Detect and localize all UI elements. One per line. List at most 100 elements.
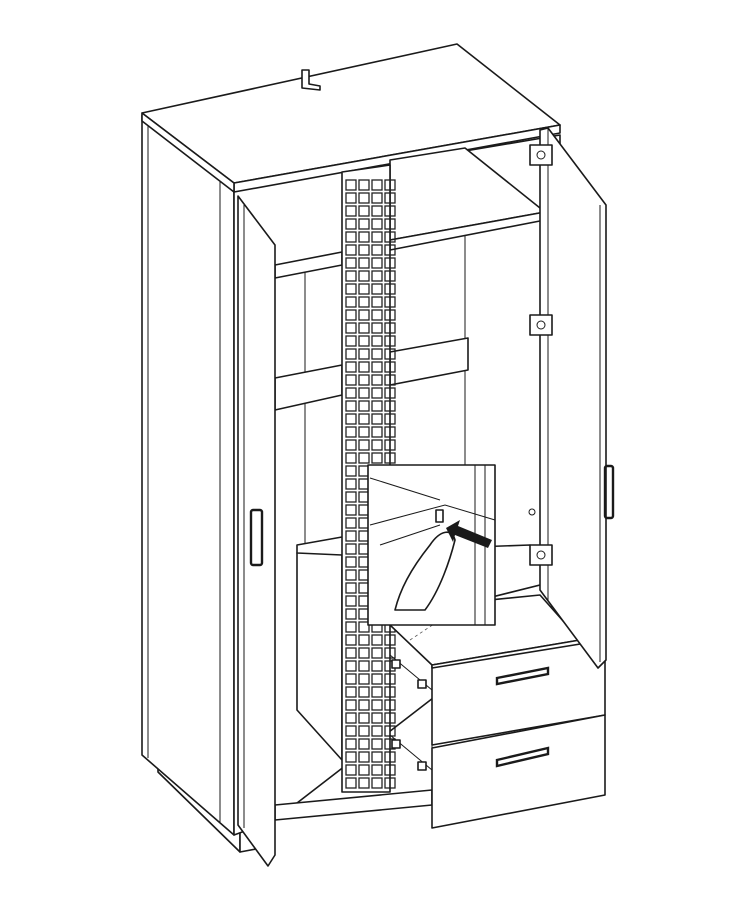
grid-cell xyxy=(358,257,370,269)
hinge-icon xyxy=(529,314,553,336)
grid-cell xyxy=(345,751,357,763)
grid-cell xyxy=(384,205,396,217)
grid-cell xyxy=(358,777,370,789)
grid-cell xyxy=(371,725,383,737)
grid-cell xyxy=(345,218,357,230)
grid-cell xyxy=(345,725,357,737)
grid-cell xyxy=(384,426,396,438)
grid-cell xyxy=(371,400,383,412)
grid-cell xyxy=(358,192,370,204)
grid-cell xyxy=(345,439,357,451)
grid-cell xyxy=(345,335,357,347)
grid-cell xyxy=(345,491,357,503)
grid-cell xyxy=(384,192,396,204)
grid-cell xyxy=(384,309,396,321)
grid-cell xyxy=(358,309,370,321)
grid-cell xyxy=(345,777,357,789)
grid-cell xyxy=(345,543,357,555)
grid-cell xyxy=(371,738,383,750)
grid-cell xyxy=(384,374,396,386)
grid-cell xyxy=(358,322,370,334)
grid-cell xyxy=(345,621,357,633)
grid-cell xyxy=(384,413,396,425)
drawer-bottom[interactable] xyxy=(431,714,606,829)
grid-cell xyxy=(345,283,357,295)
grid-cell xyxy=(358,647,370,659)
grid-cell xyxy=(345,387,357,399)
grid-cell xyxy=(345,634,357,646)
grid-cell xyxy=(371,309,383,321)
grid-cell xyxy=(384,387,396,399)
grid-cell xyxy=(371,686,383,698)
grid-cell xyxy=(371,322,383,334)
grid-cell xyxy=(371,413,383,425)
grid-cell xyxy=(345,309,357,321)
grid-cell xyxy=(358,751,370,763)
grid-cell xyxy=(358,374,370,386)
grid-cell xyxy=(345,478,357,490)
grid-cell xyxy=(345,660,357,672)
grid-cell xyxy=(358,686,370,698)
grid-cell xyxy=(371,192,383,204)
grid-cell xyxy=(371,751,383,763)
grid-cell xyxy=(345,296,357,308)
drawer-top[interactable] xyxy=(431,639,606,746)
grid-cell xyxy=(384,439,396,451)
grid-cell xyxy=(345,413,357,425)
grid-cell xyxy=(371,348,383,360)
grid-cell xyxy=(384,231,396,243)
grid-cell xyxy=(371,335,383,347)
drawer-handle[interactable] xyxy=(495,746,550,768)
grid-cell xyxy=(384,296,396,308)
grid-cell xyxy=(358,270,370,282)
grid-cell xyxy=(345,530,357,542)
grid-cell xyxy=(358,738,370,750)
grid-cell xyxy=(358,764,370,776)
left-door[interactable] xyxy=(237,195,276,867)
grid-cell xyxy=(345,608,357,620)
grid-cell xyxy=(358,387,370,399)
grid-cell xyxy=(345,205,357,217)
grid-cell xyxy=(345,374,357,386)
right-door[interactable] xyxy=(528,127,615,669)
left-door-handle[interactable] xyxy=(249,508,264,567)
grid-cell xyxy=(371,660,383,672)
grid-cell xyxy=(371,283,383,295)
grid-cell xyxy=(384,361,396,373)
grid-cell xyxy=(345,426,357,438)
grid-cell xyxy=(358,244,370,256)
grid-cell xyxy=(345,712,357,724)
right-door-handle[interactable] xyxy=(603,464,615,520)
grid-cell xyxy=(358,621,370,633)
grid-cell xyxy=(358,439,370,451)
grid-cell xyxy=(358,283,370,295)
grid-cell xyxy=(345,348,357,360)
grid-cell xyxy=(371,426,383,438)
grid-cell xyxy=(358,426,370,438)
grid-cell xyxy=(384,452,396,464)
grid-cell xyxy=(371,231,383,243)
hinge-icon xyxy=(529,144,553,166)
grid-cell xyxy=(345,257,357,269)
grid-cell xyxy=(384,322,396,334)
detail-inset xyxy=(367,464,496,626)
central-divider xyxy=(341,164,396,793)
drawer-handle[interactable] xyxy=(495,666,550,686)
grid-cell xyxy=(345,699,357,711)
grid-cell xyxy=(371,296,383,308)
grid-cell xyxy=(345,361,357,373)
grid-cell xyxy=(345,673,357,685)
grid-cell xyxy=(358,673,370,685)
grid-cell xyxy=(345,556,357,568)
grid-cell xyxy=(371,712,383,724)
grid-cell xyxy=(358,361,370,373)
arrow-icon xyxy=(446,520,492,548)
grid-cell xyxy=(358,179,370,191)
grid-cell xyxy=(358,205,370,217)
grid-cell xyxy=(384,400,396,412)
grid-cell xyxy=(345,465,357,477)
grid-cell xyxy=(358,725,370,737)
grid-cell xyxy=(358,413,370,425)
grid-cell xyxy=(384,257,396,269)
grid-cell xyxy=(345,738,357,750)
